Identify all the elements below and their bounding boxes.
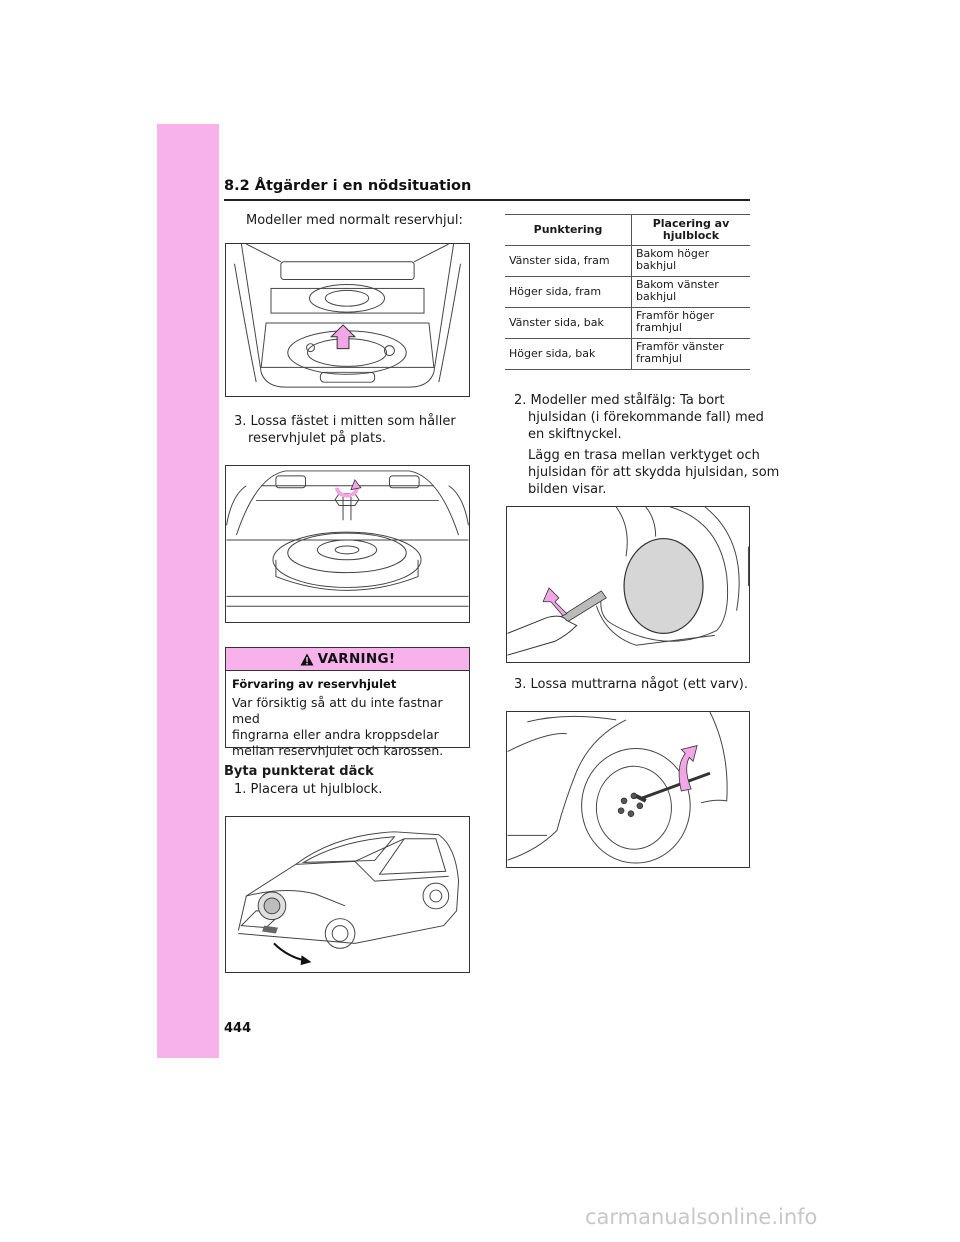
placement-line1: Framför höger [636, 309, 715, 322]
spare-wheel-clamp-figure [225, 465, 470, 623]
step-2-text-line2: hjulsidan (i förekommande fall) med [528, 410, 764, 425]
warning-subtitle: Förvaring av reservhjulet [232, 677, 397, 691]
step-3-right-text: 3. Lossa muttrarna något (ett varv). [514, 677, 748, 692]
loosen-nuts-illustration [507, 712, 728, 864]
placement-line2: framhjul [636, 352, 682, 365]
loosen-nuts-figure [506, 711, 750, 868]
placement-line2: framhjul [636, 321, 682, 334]
flat-tire-heading: Byta punkterat däck [224, 764, 374, 779]
warning-header: VARNING! [226, 648, 469, 671]
intro-text: Modeller med normalt reservhjul: [246, 213, 463, 228]
table-cell-puncture: Höger sida, fram [505, 276, 632, 308]
step-2-note-line2: hjulsidan för att skydda hjulsidan, som [528, 465, 780, 480]
step-3-text-line2: reservhjulet på plats. [248, 431, 386, 446]
warning-body-line3: mellan reservhjulet och karossen. [232, 743, 444, 758]
warning-body-line2: fingrarna eller andra kroppsdelar [232, 727, 439, 742]
watermark: carmanualsonline.info [585, 1205, 818, 1229]
step-2-text-line1: 2. Modeller med stålfälg: Ta bort [514, 393, 725, 408]
remove-hubcap-illustration [507, 507, 749, 656]
section-title: 8.2 Åtgärder i en nödsituation [224, 178, 472, 194]
placement-line1: Bakom vänster [636, 278, 719, 291]
remove-hubcap-figure [506, 506, 750, 663]
step-2-note-line1: Lägg en trasa mellan verktyget och [528, 448, 760, 463]
placement-line2: bakhjul [636, 259, 677, 272]
warning-box: VARNING! Förvaring av reservhjulet Var f… [225, 647, 470, 758]
chapter-side-tab [157, 124, 219, 1058]
placement-line2: bakhjul [636, 290, 677, 303]
table-header-puncture: Punktering [505, 214, 632, 246]
step-3-text-line1: 3. Lossa fästet i mitten som håller [234, 414, 456, 429]
trunk-spare-wheel-figure [225, 243, 470, 397]
car-wheel-block-figure [225, 816, 470, 973]
trunk-spare-wheel-illustration [234, 244, 461, 388]
placement-line1: Framför vänster [636, 340, 724, 353]
table-header-row: Punktering Placering av hjulblock [505, 214, 750, 246]
warning-body-line1: Var försiktig så att du inte fastnar med [232, 695, 443, 726]
spare-wheel-clamp-illustration [226, 470, 469, 607]
table-cell-puncture: Höger sida, bak [505, 338, 632, 370]
step-2-note-line3: bilden visar. [528, 482, 607, 497]
warning-body: Var försiktig så att du inte fastnar med… [226, 693, 469, 759]
table-cell-puncture: Vänster sida, fram [505, 245, 632, 277]
table-header-placement: Placering av hjulblock [631, 214, 750, 246]
warning-triangle-icon [300, 653, 314, 665]
step-1-text: 1. Placera ut hjulblock. [234, 782, 383, 797]
section-divider [224, 199, 750, 201]
step-2-text-line3: en skiftnyckel. [528, 427, 622, 442]
table-header-placement-line1: Placering av [652, 217, 730, 230]
car-wheel-block-illustration [237, 831, 460, 966]
warning-title: VARNING! [317, 651, 396, 667]
page-number: 444 [224, 1021, 252, 1036]
placement-line1: Bakom höger [636, 247, 710, 260]
wheel-block-table: Punktering Placering av hjulblock Vänste… [505, 214, 750, 370]
table-cell-puncture: Vänster sida, bak [505, 307, 632, 339]
table-header-placement-line2: hjulblock [662, 229, 720, 242]
